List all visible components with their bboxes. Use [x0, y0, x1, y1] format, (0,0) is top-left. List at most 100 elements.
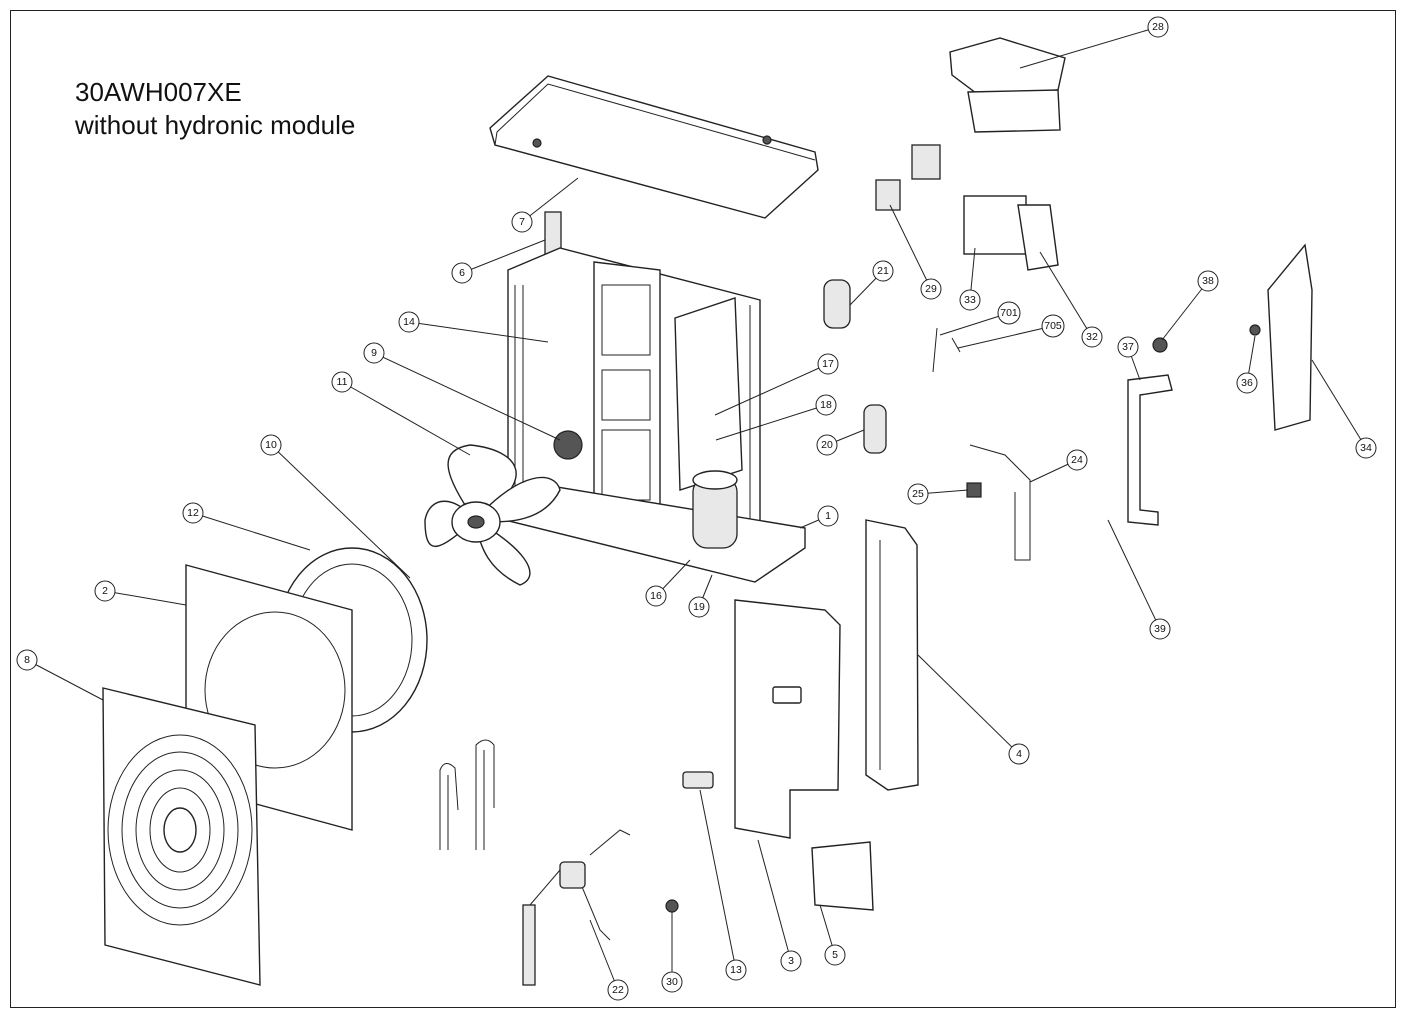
callout-circle	[260, 434, 282, 456]
callout-number: 30	[666, 976, 678, 988]
callout-circle	[363, 342, 385, 364]
callout-38: 38	[1197, 270, 1219, 292]
callout-number: 29	[925, 283, 937, 295]
callout-30: 30	[661, 971, 683, 993]
callout-circle	[1355, 437, 1377, 459]
callout-circle	[1081, 326, 1103, 348]
part-transformer-a	[875, 179, 901, 211]
part-plate-heat-exchanger	[1267, 243, 1313, 431]
callout-32: 32	[1081, 326, 1103, 348]
callout-number: 28	[1152, 21, 1164, 33]
callout-number: 701	[1000, 307, 1018, 319]
callout-705: 705	[1041, 314, 1065, 338]
callout-number: 11	[337, 376, 348, 388]
callout-37: 37	[1117, 336, 1139, 358]
callout-circle	[661, 971, 683, 993]
callout-circle	[907, 483, 929, 505]
part-water-pipe	[1127, 374, 1173, 526]
callout-2: 2	[94, 580, 116, 602]
callout-number: 34	[1360, 442, 1372, 454]
callout-number: 17	[822, 358, 834, 370]
callout-25: 25	[907, 483, 929, 505]
callout-number: 36	[1241, 377, 1253, 389]
callout-circle	[920, 278, 942, 300]
callout-12: 12	[182, 502, 204, 524]
part-top-cover	[489, 75, 819, 219]
callout-leader-11	[341, 381, 471, 456]
part-air-vent-38	[1152, 337, 1168, 353]
callout-leader-9	[373, 352, 561, 441]
part-capacitor-20	[863, 404, 887, 454]
callout-circle	[1066, 449, 1088, 471]
callout-number: 13	[730, 964, 742, 976]
callout-circle	[1008, 743, 1030, 765]
callout-number: 1	[825, 510, 831, 522]
callout-circle	[1147, 16, 1169, 38]
callout-leader-705	[957, 325, 1054, 349]
part-capacitor-21	[823, 279, 851, 329]
callout-leader-8	[26, 659, 104, 701]
callout-leader-17	[714, 363, 829, 416]
callout-34: 34	[1355, 437, 1377, 459]
callout-22: 22	[607, 979, 629, 1001]
callout-number: 10	[265, 439, 277, 451]
callout-14: 14	[398, 311, 420, 333]
callout-number: 25	[912, 488, 924, 500]
callout-circle	[1041, 314, 1065, 338]
callout-circle	[451, 262, 473, 284]
part-transformer-b	[911, 144, 941, 180]
callout-number: 5	[832, 949, 838, 961]
callout-number: 9	[371, 347, 377, 359]
part-pipe-bend-left	[439, 763, 459, 850]
callout-number: 38	[1202, 275, 1214, 287]
callout-leader-12	[192, 512, 311, 551]
part-fan-blade	[424, 444, 561, 586]
callout-number: 4	[1016, 748, 1022, 760]
subtitle-label: without hydronic module	[75, 110, 356, 140]
part-valve-assembly	[522, 829, 631, 986]
callout-number: 18	[820, 399, 832, 411]
callout-11: 11	[331, 371, 353, 393]
callout-number: 705	[1044, 320, 1062, 332]
callout-number: 37	[1122, 341, 1134, 353]
callout-4: 4	[1008, 743, 1030, 765]
callout-8: 8	[16, 649, 38, 671]
callout-leader-701	[939, 312, 1010, 336]
callout-leader-32	[1039, 251, 1093, 338]
callout-circle	[94, 580, 116, 602]
callout-16: 16	[645, 585, 667, 607]
callout-leader-14	[408, 321, 549, 343]
callout-20: 20	[816, 434, 838, 456]
callout-circle	[725, 959, 747, 981]
callout-leader-22	[589, 919, 619, 991]
callout-17: 17	[817, 353, 839, 375]
callout-13: 13	[725, 959, 747, 981]
callout-circle	[688, 596, 710, 618]
callout-leader-18	[715, 404, 827, 441]
drawing-frame	[10, 10, 1396, 1008]
callout-leader-13	[699, 789, 737, 971]
callout-leader-3	[757, 839, 792, 962]
callout-3: 3	[780, 950, 802, 972]
callout-number: 32	[1086, 331, 1098, 343]
callout-circle	[398, 311, 420, 333]
callout-24: 24	[1066, 449, 1088, 471]
part-side-front-panel	[734, 599, 841, 839]
callout-5: 5	[824, 944, 846, 966]
part-sensor-705	[951, 337, 961, 353]
callout-9: 9	[363, 342, 385, 364]
callout-leader-10	[270, 444, 411, 579]
part-control-board	[963, 195, 1027, 255]
part-pipe-24	[969, 444, 1031, 561]
callout-number: 19	[693, 601, 705, 613]
part-board-bracket	[1017, 204, 1059, 271]
part-fitting-25	[966, 482, 982, 498]
callout-circle	[607, 979, 629, 1001]
callout-number: 8	[24, 654, 30, 666]
callout-leader-39	[1107, 519, 1161, 630]
callout-number: 20	[821, 439, 833, 451]
callout-circle	[824, 944, 846, 966]
callout-circle	[645, 585, 667, 607]
callout-circle	[331, 371, 353, 393]
